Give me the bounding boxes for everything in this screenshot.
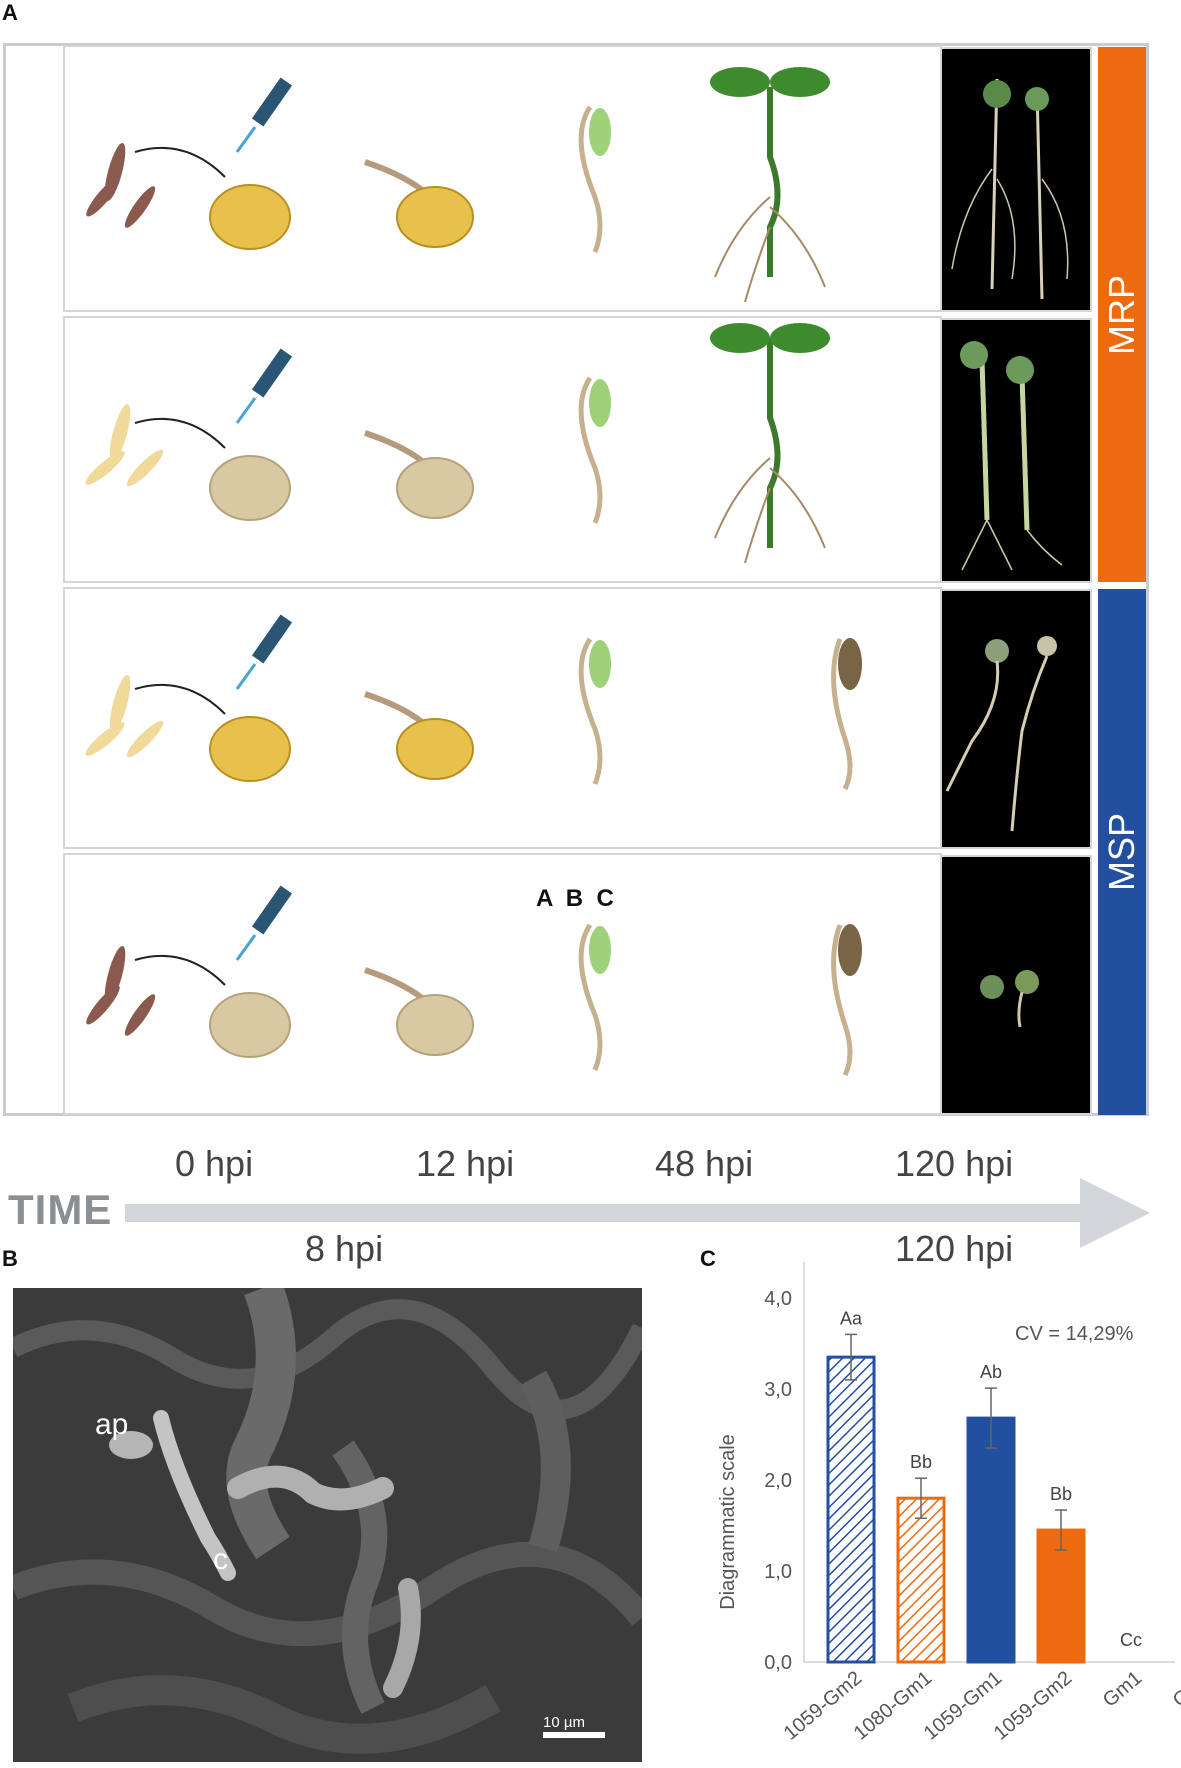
pipette-icon: [235, 77, 293, 153]
panel-c-letter: C: [700, 1246, 716, 1271]
panel-b-letter: B: [2, 1246, 18, 1271]
cotyledon-icon: [589, 926, 611, 974]
seedling-photo-1: [940, 47, 1092, 312]
significance-letter: Ab: [980, 1362, 1002, 1382]
sem-micrograph: ap c 10 µm: [13, 1288, 642, 1762]
y-tick-label: 4,0: [764, 1288, 792, 1310]
cotyledon-icon: [589, 640, 611, 688]
leaf-icon: [710, 67, 770, 97]
row-panel-4: [63, 853, 942, 1115]
scale-bar: [543, 1732, 605, 1738]
time-label-120hpi: 120 hpi: [895, 1143, 1014, 1184]
seed-progression-illustration: [85, 323, 830, 564]
time-label-8hpi: 8 hpi: [305, 1228, 384, 1269]
seed-icon: [396, 457, 474, 519]
y-tick-label: 0,0: [764, 1652, 792, 1674]
scale-bar-label: 10 µm: [543, 1714, 585, 1731]
group-label-text: MSP: [1101, 812, 1143, 892]
group-label-msp: MSP: [1098, 589, 1146, 1115]
seed-progression-illustration: [86, 885, 862, 1077]
y-tick-label: 1,0: [764, 1561, 792, 1583]
row-label-text: 1059-Gm1: [13, 628, 54, 808]
seedling-photo-3: [940, 589, 1092, 849]
seedling-photo-4: [940, 855, 1092, 1115]
row-panel-1: [63, 45, 942, 312]
seed-icon: [396, 718, 474, 780]
bar: [826, 1355, 876, 1664]
row-panel-2: [63, 316, 942, 583]
row-label-1080-gm2: 1080-Gm2: [8, 855, 60, 1113]
significance-letter: Aa: [840, 1308, 863, 1328]
group-label-text: MRP: [1101, 274, 1142, 355]
time-label-12hpi: 12 hpi: [416, 1143, 515, 1184]
overlay-letters: A B C: [536, 885, 614, 912]
spore-cluster-icon: [86, 142, 156, 228]
conidium-label: c: [213, 1543, 228, 1576]
cotyledon-icon: [589, 108, 611, 156]
row-label-text: 1059-Gm2: [13, 360, 54, 539]
seed-icon: [209, 716, 291, 782]
leaf-icon: [770, 323, 830, 353]
y-tick-label: 2,0: [764, 1470, 792, 1492]
seed-icon: [209, 184, 291, 250]
rotten-cotyledon-icon: [838, 924, 862, 976]
significance-letter: Bb: [910, 1452, 932, 1472]
spore-cluster-icon: [85, 403, 164, 487]
row-panel-3: [63, 587, 942, 849]
row-label-1059-gm1: 1059-Gm1: [8, 589, 60, 847]
group-label-mrp: MRP: [1098, 47, 1146, 582]
pipette-icon: [235, 348, 293, 424]
time-word: TIME: [8, 1186, 113, 1233]
seed-icon: [396, 994, 474, 1056]
seedling-photo-2: [940, 318, 1092, 583]
x-tick-label: 1059-Gm2: [990, 1667, 1077, 1745]
row-label-text: 1080-Gm2: [13, 894, 54, 1074]
seed-progression-illustration: [86, 67, 830, 303]
bar: [966, 1416, 1016, 1664]
time-label-0hpi: 0 hpi: [175, 1143, 254, 1184]
seed-icon: [209, 992, 291, 1058]
pipette-icon: [235, 885, 293, 961]
significance-letter: Bb: [1050, 1484, 1072, 1504]
row-label-text: 1080-Gm1: [13, 89, 54, 268]
seed-icon: [396, 186, 474, 248]
seed-icon: [209, 455, 291, 521]
panel-a-letter: A: [2, 0, 18, 25]
leaf-icon: [770, 67, 830, 97]
spore-cluster-icon: [85, 674, 164, 758]
leaf-icon: [710, 323, 770, 353]
time-label-48hpi: 48 hpi: [655, 1143, 754, 1184]
spore-cluster-icon: [86, 945, 156, 1036]
x-tick-label: Gm1: [1099, 1667, 1146, 1712]
seed-progression-illustration: [85, 614, 862, 791]
bar: [1036, 1528, 1086, 1664]
rotten-cotyledon-icon: [838, 638, 862, 690]
row-label-1059-gm2: 1059-Gm2: [8, 318, 60, 581]
x-tick-label: Gm2: [1169, 1667, 1181, 1712]
appressorium-label: ap: [95, 1408, 129, 1441]
pipette-icon: [235, 614, 293, 690]
sem-texture: [13, 1288, 642, 1762]
cv-annotation: CV = 14,29%: [1015, 1323, 1134, 1345]
row-label-1080-gm1: 1080-Gm1: [8, 47, 60, 310]
time-label-120hpi-bottom: 120 hpi: [895, 1228, 1014, 1269]
cotyledon-icon: [589, 379, 611, 427]
significance-letter: Cc: [1120, 1630, 1142, 1650]
y-axis-label: Diagrammatic scale: [717, 1434, 739, 1610]
y-tick-label: 3,0: [764, 1379, 792, 1401]
bar: [896, 1496, 946, 1664]
time-arrow: [125, 1178, 1150, 1248]
